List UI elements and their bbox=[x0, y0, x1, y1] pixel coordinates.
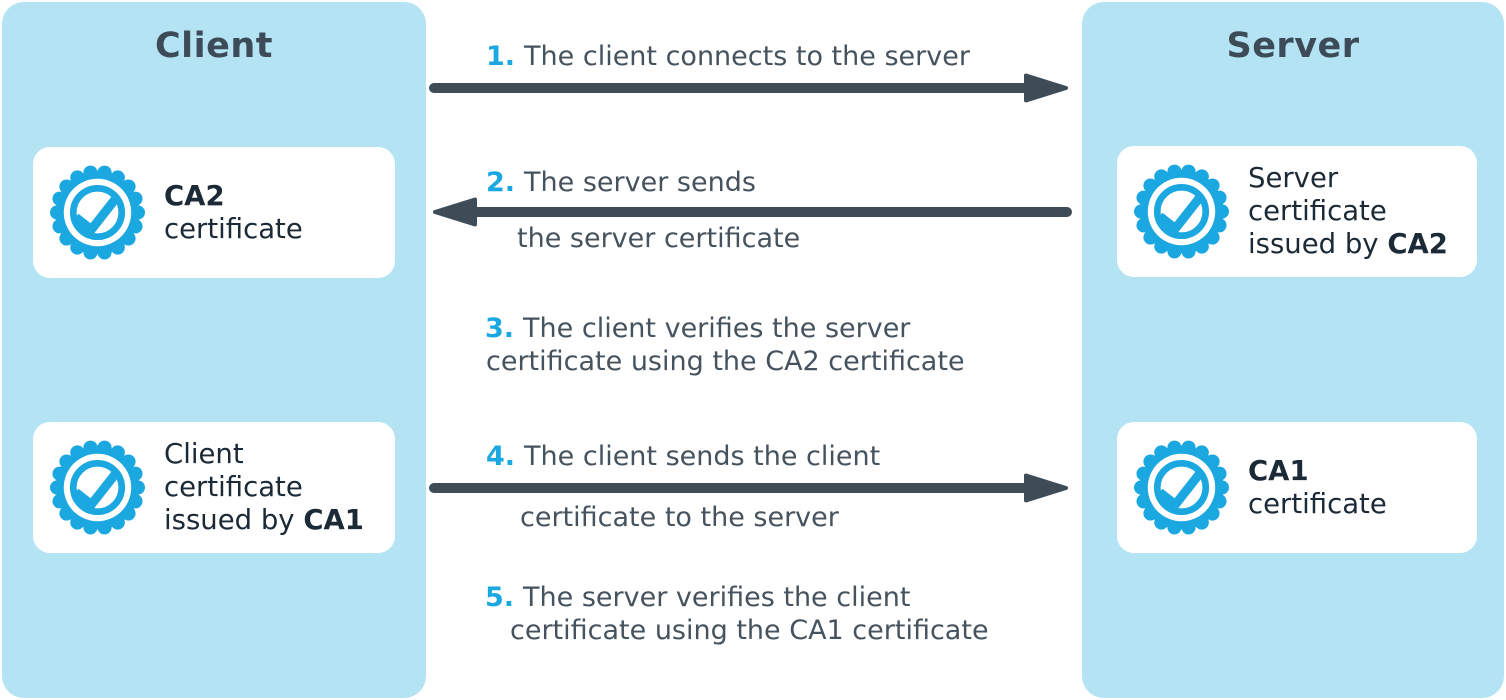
ca1-certificate-label: CA1 certificate bbox=[1248, 454, 1387, 520]
step-1-right-arrow-icon bbox=[429, 73, 1068, 103]
ca2-certificate-card: CA2 certificate bbox=[33, 147, 395, 278]
step-5-number: 5. bbox=[485, 582, 515, 613]
step-3-text: 3. The client verifies the server bbox=[485, 312, 910, 345]
step-2-left-arrow-icon bbox=[433, 197, 1072, 227]
certificate-badge-icon bbox=[1134, 440, 1229, 535]
certificate-badge-icon bbox=[50, 165, 145, 260]
certificate-badge-icon bbox=[1134, 164, 1229, 259]
step-1-number: 1. bbox=[486, 41, 516, 72]
step-4-text: 4. The client sends the client bbox=[486, 440, 880, 473]
step-2-label: The server sends bbox=[524, 167, 756, 198]
step-5-text: 5. The server verifies the client bbox=[485, 581, 910, 614]
step-4-right-arrow-icon bbox=[429, 473, 1068, 503]
client-panel-title: Client bbox=[154, 26, 274, 66]
step-5-text-line2: certificate using the CA1 certificate bbox=[510, 615, 989, 646]
step-3-label: The client verifies the server bbox=[523, 313, 911, 344]
ca2-certificate-label: CA2 certificate bbox=[164, 179, 303, 245]
client-panel: Client CA2 certificate Client certificat… bbox=[2, 2, 426, 698]
step-3-text-line2: certificate using the CA2 certificate bbox=[486, 346, 965, 377]
step-2-text: 2. The server sends bbox=[486, 166, 756, 199]
step-4-number: 4. bbox=[486, 441, 516, 472]
step-4-label: The client sends the client bbox=[524, 441, 881, 472]
step-1-label: The client connects to the server bbox=[524, 41, 970, 72]
certificate-badge-icon bbox=[50, 440, 145, 535]
step-5-label: The server verifies the client bbox=[523, 582, 911, 613]
client-certificate-card: Client certificate issued by CA1 bbox=[33, 422, 395, 553]
server-certificate-label: Server certificate issued by CA2 bbox=[1248, 162, 1448, 260]
step-3-number: 3. bbox=[485, 313, 515, 344]
step-4-text-line2: certificate to the server bbox=[520, 502, 839, 533]
server-panel: Server Server certificate issued by CA2 … bbox=[1082, 2, 1504, 698]
server-panel-title: Server bbox=[1226, 26, 1360, 66]
server-certificate-card: Server certificate issued by CA2 bbox=[1117, 146, 1477, 277]
step-1-text: 1. The client connects to the server bbox=[486, 40, 970, 73]
ca1-certificate-card: CA1 certificate bbox=[1117, 422, 1477, 553]
client-certificate-label: Client certificate issued by CA1 bbox=[164, 438, 364, 536]
step-2-number: 2. bbox=[486, 167, 516, 198]
step-2-text-line2: the server certificate bbox=[517, 223, 801, 254]
